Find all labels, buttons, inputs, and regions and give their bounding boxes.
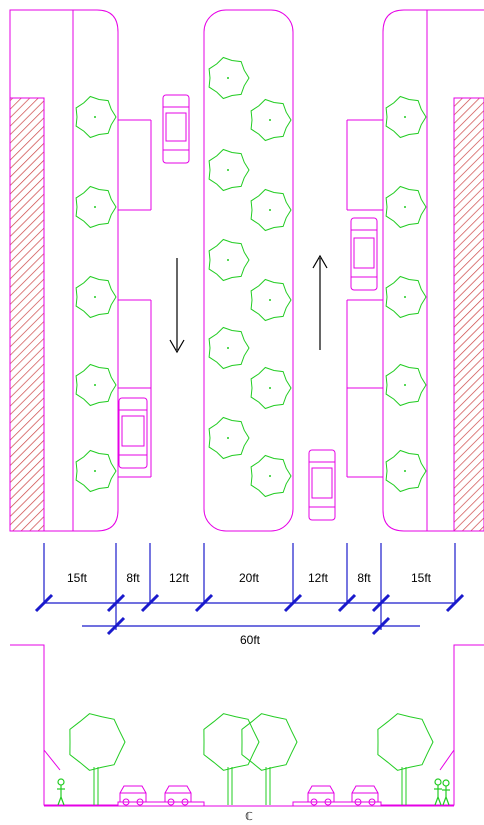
tree-plan-symbol	[75, 275, 117, 319]
right-block-outline	[382, 9, 484, 532]
median-outline	[203, 9, 294, 532]
right-parking-bays	[346, 119, 383, 478]
plan-car	[162, 94, 190, 164]
left-parking-bays	[118, 119, 152, 478]
arrow-down-icon	[169, 258, 185, 354]
tree-center-dot	[404, 384, 406, 386]
dim-label-sidewalk-left: 15ft	[67, 571, 88, 585]
section-trees	[69, 713, 434, 805]
tree-section-trunk	[265, 767, 271, 805]
dimension-labels: 15ft 8ft 12ft 20ft 12ft 8ft 15ft 60ft	[67, 571, 432, 647]
dimension-ticks	[34, 593, 465, 636]
tree-plan-symbol	[250, 98, 292, 142]
tree-center-dot	[227, 437, 229, 439]
tree-plan-symbol	[208, 326, 250, 370]
tree-section-trunk	[227, 767, 233, 805]
pedestrian-icon	[57, 778, 65, 806]
tree-center-dot	[94, 470, 96, 472]
tree-center-dot	[94, 296, 96, 298]
tree-plan-symbol	[75, 363, 117, 407]
dimension-lines	[43, 543, 456, 630]
right-building-hatch	[453, 97, 484, 532]
tree-center-dot	[227, 169, 229, 171]
tree-plan-symbol	[208, 148, 250, 192]
tree-center-dot	[269, 387, 271, 389]
dim-label-parking-left: 8ft	[126, 571, 140, 585]
dim-label-sidewalk-right: 15ft	[411, 571, 432, 585]
plan-car	[308, 449, 336, 521]
tree-section-crown	[377, 713, 434, 771]
tree-center-dot	[227, 77, 229, 79]
tree-center-dot	[94, 116, 96, 118]
tree-section-trunk	[401, 767, 407, 805]
tree-plan-symbol	[385, 95, 427, 139]
dim-label-lane-left: 12ft	[169, 571, 190, 585]
tree-center-dot	[269, 475, 271, 477]
tree-section-crown	[203, 713, 260, 771]
tree-section-crown	[69, 713, 126, 771]
plan-car	[350, 217, 378, 291]
car-section-symbol	[351, 785, 379, 806]
tree-center-dot	[404, 296, 406, 298]
car-section-symbol	[164, 785, 192, 806]
tree-section-crown	[241, 713, 298, 771]
section-right-building	[381, 644, 484, 806]
arrow-up-icon	[312, 254, 328, 350]
tree-section-trunk	[93, 767, 99, 805]
tree-plan-symbol	[75, 449, 117, 493]
tree-plan-symbol	[250, 188, 292, 232]
tree-plan-symbol	[75, 95, 117, 139]
plan-car	[118, 397, 148, 469]
dim-label-median: 20ft	[239, 571, 260, 585]
tree-center-dot	[269, 299, 271, 301]
tree-center-dot	[269, 209, 271, 211]
dim-label-total: 60ft	[240, 633, 261, 647]
tree-plan-symbol	[75, 185, 117, 229]
tree-center-dot	[404, 116, 406, 118]
left-block-outline	[9, 9, 119, 532]
tree-center-dot	[227, 259, 229, 261]
tree-plan-symbol	[250, 454, 292, 498]
tree-plan-symbol	[250, 366, 292, 410]
tree-center-dot	[404, 206, 406, 208]
tree-center-dot	[94, 384, 96, 386]
dim-label-parking-right: 8ft	[357, 571, 371, 585]
pedestrian-pair-icon	[434, 778, 450, 806]
tree-plan-symbol	[208, 238, 250, 282]
dim-label-lane-right: 12ft	[308, 571, 329, 585]
car-section-symbol	[307, 785, 335, 806]
tree-plan-symbol	[385, 275, 427, 319]
plan-trees	[75, 56, 427, 498]
tree-center-dot	[94, 206, 96, 208]
section-cars	[119, 785, 379, 806]
left-building-hatch	[9, 97, 45, 532]
tree-plan-symbol	[208, 56, 250, 100]
car-section-symbol	[119, 785, 147, 806]
tree-center-dot	[227, 347, 229, 349]
section-left-building	[10, 644, 118, 806]
tree-plan-symbol	[250, 278, 292, 322]
section-view	[10, 644, 484, 807]
tree-plan-symbol	[385, 363, 427, 407]
tree-plan-symbol	[385, 185, 427, 229]
tree-center-dot	[269, 119, 271, 121]
tree-plan-symbol	[208, 416, 250, 460]
plan-view	[9, 9, 484, 532]
tree-center-dot	[404, 470, 406, 472]
tree-plan-symbol	[385, 449, 427, 493]
centerline-label: ℂ	[245, 811, 253, 823]
